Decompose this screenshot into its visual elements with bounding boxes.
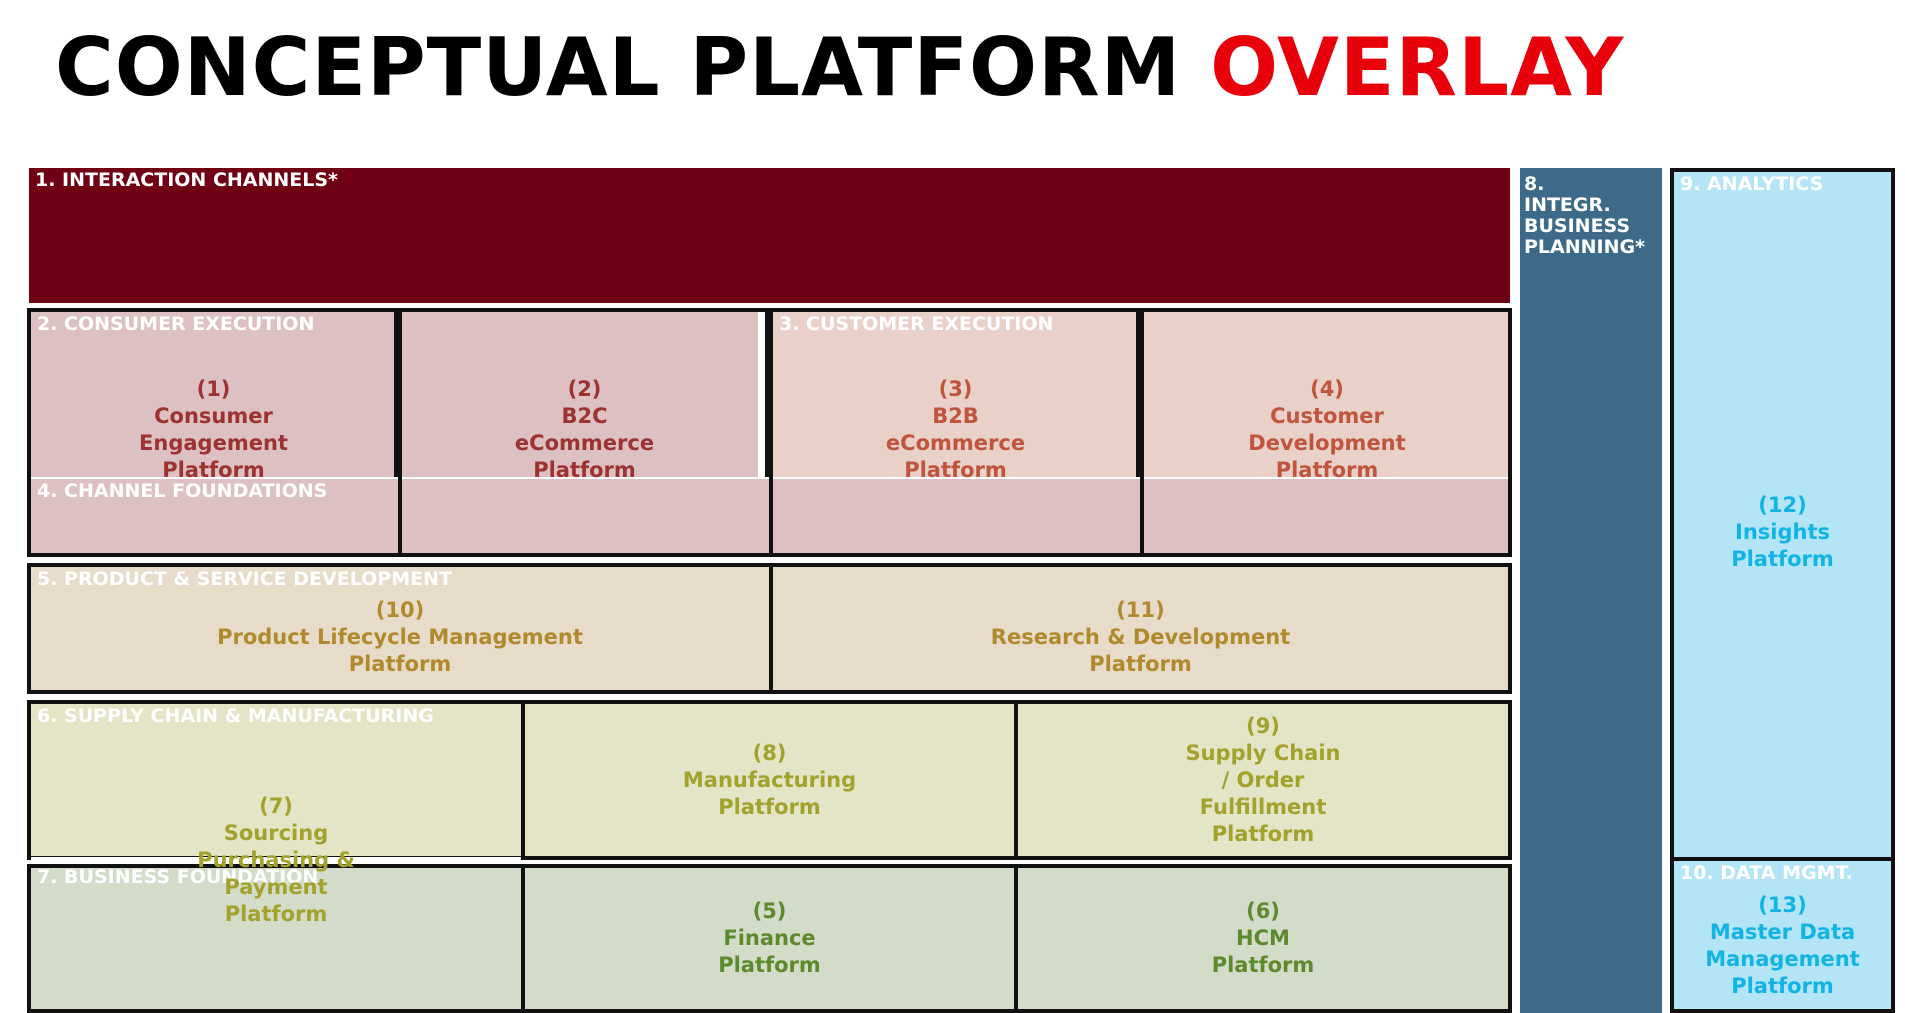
title-main: CONCEPTUAL PLATFORM: [55, 21, 1182, 114]
platform-name-line: / Order: [1221, 767, 1305, 792]
product-service-development-group: 5. PRODUCT & SERVICE DEVELOPMENT: [27, 563, 773, 694]
white-gap: [758, 312, 765, 477]
platform-name-line: Supply Chain: [1185, 740, 1341, 765]
platform-name-line: Platform: [1211, 953, 1315, 977]
section-label-business: 7. BUSINESS FOUNDATION: [37, 866, 319, 888]
supply-chain-cell: [1014, 700, 1512, 860]
platform-number: (3): [938, 377, 973, 401]
platform-name-line: Consumer: [154, 404, 273, 428]
platform-number: (7): [259, 793, 293, 818]
label-line: INTEGR.: [1524, 194, 1611, 216]
platform-6-hcm: (6) HCM Platform: [1018, 868, 1508, 1009]
section-label-analytics: 9. ANALYTICS: [1680, 173, 1824, 195]
platform-name-line: eCommerce: [885, 431, 1026, 455]
label-line: 8.: [1524, 173, 1545, 195]
platform-8-manufacturing: (8) Manufacturing Platform: [525, 704, 1014, 856]
platform-name-line: B2B: [932, 404, 979, 428]
platform-name-line: Master Data: [1709, 920, 1856, 944]
platform-name-line: eCommerce: [514, 431, 655, 455]
platform-name-line: Platform: [1275, 458, 1379, 482]
section-label-supply: 6. SUPPLY CHAIN & MANUFACTURING: [37, 705, 434, 727]
manufacturing-cell: [521, 700, 1018, 860]
title-accent: OVERLAY: [1210, 21, 1625, 114]
platform-number: (2): [567, 377, 602, 401]
platform-name-line: Sourcing: [223, 820, 329, 845]
supply-chain-manufacturing-group: 6. SUPPLY CHAIN & MANUFACTURING: [27, 700, 525, 860]
platform-name-line: B2C: [561, 404, 608, 428]
divider-line: [1140, 308, 1144, 557]
platform-name-line: Platform: [1089, 652, 1192, 676]
interaction-channels-band: 1. INTERACTION CHANNELS*: [29, 168, 1510, 303]
platform-name-line: Management: [1705, 947, 1860, 971]
section-label-customer: 3. CUSTOMER EXECUTION: [779, 313, 1054, 335]
platform-number: (4): [1310, 377, 1344, 401]
section-label-consumer: 2. CONSUMER EXECUTION: [37, 313, 315, 335]
platform-name-line: Platform: [1731, 974, 1834, 998]
platform-7-sourcing-purchasing: (7) Sourcing Purchasing & Payment Platfo…: [31, 790, 521, 930]
platform-name-line: Finance: [723, 926, 816, 950]
section-label-planning: 8. INTEGR. BUSINESS PLANNING*: [1524, 174, 1645, 258]
finance-cell: [521, 864, 1018, 1013]
section-label-channel-foundations: 4. CHANNEL FOUNDATIONS: [37, 480, 328, 502]
divider-line: [398, 308, 402, 557]
platform-name-line: Product Lifecycle Management: [217, 625, 583, 649]
section-label-product: 5. PRODUCT & SERVICE DEVELOPMENT: [37, 568, 452, 590]
platform-name-line: Manufacturing: [682, 767, 857, 792]
research-development-cell: [769, 563, 1512, 694]
platform-name-line: Development: [1248, 431, 1406, 455]
platform-name-line: Platform: [1731, 546, 1834, 571]
divider-line: [769, 308, 773, 557]
platform-name-line: Customer: [1270, 404, 1384, 428]
platform-name-line: Engagement: [139, 431, 288, 455]
hcm-cell: [1014, 864, 1512, 1013]
platform-number: (6): [1246, 899, 1280, 923]
white-gap: [31, 857, 521, 864]
platform-12-insights: (12) Insights Platform: [1674, 472, 1891, 592]
platform-9-supply-chain-order-fulfillment: (9) Supply Chain / Order Fulfillment Pla…: [1018, 704, 1508, 856]
platform-name-line: Platform: [533, 458, 636, 482]
platform-number: (10): [375, 598, 425, 622]
platform-name-line: Platform: [348, 652, 452, 676]
platform-11-research-development: (11) Research & Development Platform: [773, 585, 1508, 690]
platform-10-plm: (10) Product Lifecycle Management Platfo…: [31, 585, 769, 690]
platform-name-line: Platform: [1211, 821, 1315, 846]
platform-name-line: Platform: [162, 458, 265, 482]
platform-name-line: HCM: [1236, 926, 1290, 950]
platform-number: (1): [196, 377, 231, 401]
platform-13-master-data-management: (13) Master Data Management Platform: [1674, 887, 1891, 1005]
section-label-interaction: 1. INTERACTION CHANNELS*: [35, 169, 338, 191]
analytics-column: 9. ANALYTICS (12) Insights Platform: [1670, 168, 1895, 861]
integrated-business-planning-column: 8. INTEGR. BUSINESS PLANNING*: [1520, 168, 1662, 1013]
label-line: BUSINESS: [1524, 215, 1631, 237]
platform-number: (8): [752, 740, 787, 765]
platform-4-customer-development: (4) Customer Development Platform: [1144, 375, 1510, 485]
platform-number: (5): [752, 899, 787, 923]
business-foundation-group: [27, 864, 525, 1013]
platform-name-line: Platform: [904, 458, 1007, 482]
page-title: CONCEPTUAL PLATFORM OVERLAY: [55, 20, 1624, 115]
label-line: PLANNING*: [1524, 236, 1646, 258]
platform-name-line: Insights: [1735, 519, 1830, 544]
platform-5-finance: (5) Finance Platform: [525, 868, 1014, 1009]
platform-2-b2c-ecommerce: (2) B2C eCommerce Platform: [402, 375, 767, 485]
platform-3-b2b-ecommerce: (3) B2B eCommerce Platform: [773, 375, 1138, 485]
platform-name-line: Platform: [718, 953, 821, 977]
data-management-cell: 10. DATA MGMT. (13) Master Data Manageme…: [1670, 857, 1895, 1013]
platform-name-line: Fulfillment: [1199, 794, 1327, 819]
platform-number: (9): [1246, 713, 1280, 738]
platform-name-line: Platform: [224, 901, 328, 926]
platform-name-line: Purchasing &: [197, 847, 355, 872]
platform-name-line: Research & Development: [990, 625, 1291, 649]
platform-number: (11): [1116, 598, 1165, 622]
section-label-data-mgmt: 10. DATA MGMT.: [1680, 862, 1853, 884]
platform-name-line: Platform: [718, 794, 821, 819]
platform-1-consumer-engagement: (1) Consumer Engagement Platform: [31, 375, 396, 485]
platform-name-line: Payment: [224, 874, 328, 899]
platform-number: (13): [1758, 893, 1807, 917]
platform-number: (12): [1758, 492, 1807, 517]
